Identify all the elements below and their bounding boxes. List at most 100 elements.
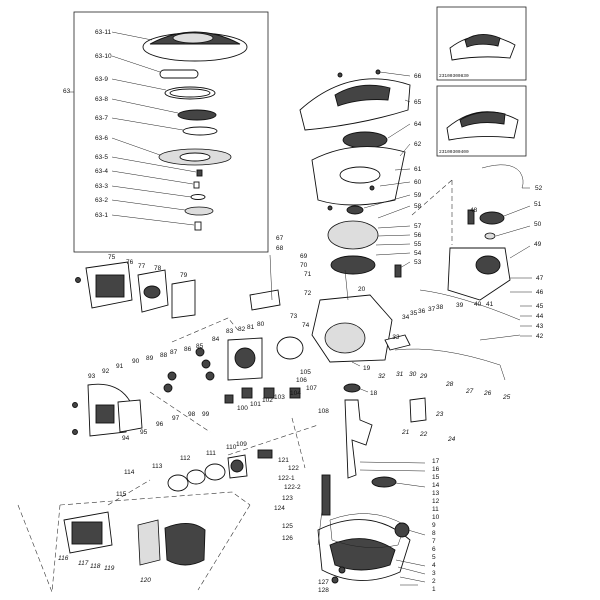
dashed-group-outlines bbox=[17, 179, 453, 593]
callout-19: 19 bbox=[363, 365, 371, 372]
callout-119: 119 bbox=[104, 565, 115, 572]
callout-63-3: 63-3 bbox=[95, 183, 108, 190]
callout-23: 23 bbox=[435, 411, 444, 418]
callout-63-9: 63-9 bbox=[95, 76, 108, 83]
callout-58: 58 bbox=[414, 203, 422, 210]
callout-103: 103 bbox=[274, 394, 285, 401]
callout-106: 106 bbox=[296, 377, 307, 384]
callout-50: 50 bbox=[534, 221, 542, 228]
engine-exploded-view bbox=[63, 69, 524, 584]
callout-31: 31 bbox=[396, 371, 404, 378]
callout-63-6: 63-6 bbox=[95, 135, 108, 142]
callout-98: 98 bbox=[188, 411, 196, 418]
recoil-starter-inset: 63 63-11 63-10 63-9 63- bbox=[63, 11, 269, 253]
callout-25: 25 bbox=[502, 394, 511, 401]
callout-63-11: 63-11 bbox=[95, 29, 112, 36]
callout-71: 71 bbox=[304, 271, 312, 278]
callout-13: 13 bbox=[432, 490, 440, 497]
callout-6: 6 bbox=[432, 546, 436, 553]
callout-62: 62 bbox=[414, 141, 422, 148]
callout-32: 32 bbox=[378, 373, 386, 380]
callout-88: 88 bbox=[160, 352, 168, 359]
callout-7: 7 bbox=[432, 538, 436, 545]
callout-81: 81 bbox=[247, 324, 255, 331]
callout-42: 42 bbox=[536, 333, 544, 340]
callout-128: 128 bbox=[318, 587, 329, 594]
callout-16: 16 bbox=[432, 466, 440, 473]
callout-89: 89 bbox=[146, 355, 154, 362]
callout-77: 77 bbox=[138, 263, 146, 270]
callout-14: 14 bbox=[432, 482, 440, 489]
callout-115: 115 bbox=[116, 491, 127, 498]
callout-99: 99 bbox=[202, 411, 210, 418]
callout-11: 11 bbox=[432, 506, 439, 513]
alt-cover-code-1: 23100300830 bbox=[439, 73, 469, 79]
callout-66: 66 bbox=[414, 73, 422, 80]
callout-1: 1 bbox=[432, 586, 436, 593]
callout-22: 22 bbox=[419, 431, 428, 438]
callout-28: 28 bbox=[445, 381, 454, 388]
callout-123: 122-2 bbox=[284, 484, 301, 491]
callout-63-7: 63-7 bbox=[95, 115, 108, 122]
callout-51: 51 bbox=[534, 201, 542, 208]
callout-35: 35 bbox=[410, 310, 418, 317]
callout-122: 122 bbox=[288, 465, 299, 472]
callout-93: 93 bbox=[88, 373, 96, 380]
callout-15: 15 bbox=[432, 474, 440, 481]
callout-63-2: 63-2 bbox=[95, 197, 108, 204]
callout-21: 21 bbox=[401, 429, 410, 436]
callout-59: 59 bbox=[414, 192, 422, 199]
callout-29: 29 bbox=[419, 373, 428, 380]
callout-30: 30 bbox=[409, 371, 417, 378]
callout-83: 83 bbox=[226, 328, 234, 335]
callout-104: 104 bbox=[290, 390, 301, 397]
callout-63-5: 63-5 bbox=[95, 154, 108, 161]
callout-39: 39 bbox=[456, 302, 464, 309]
callout-118: 118 bbox=[90, 563, 101, 570]
callout-94: 94 bbox=[122, 435, 130, 442]
callout-82: 82 bbox=[238, 326, 246, 333]
callout-47: 47 bbox=[536, 275, 544, 282]
callout-64: 64 bbox=[414, 121, 422, 128]
callout-114: 114 bbox=[124, 469, 135, 476]
callout-87: 87 bbox=[170, 349, 178, 356]
callout-52: 52 bbox=[535, 185, 543, 192]
callout-117: 117 bbox=[78, 560, 89, 567]
callout-108: 108 bbox=[318, 408, 329, 415]
callout-9: 9 bbox=[432, 522, 436, 529]
callout-40: 40 bbox=[474, 301, 482, 308]
callout-12: 12 bbox=[432, 498, 440, 505]
callout-45: 45 bbox=[536, 303, 544, 310]
callout-44: 44 bbox=[536, 313, 544, 320]
callout-67: 67 bbox=[276, 235, 284, 242]
callout-120: 120 bbox=[140, 577, 151, 584]
callout-49: 49 bbox=[534, 241, 542, 248]
callout-4: 4 bbox=[432, 562, 436, 569]
callout-125: 125 bbox=[282, 523, 293, 530]
callout-92: 92 bbox=[102, 368, 110, 375]
callout-91: 91 bbox=[116, 363, 124, 370]
callout-48: 48 bbox=[470, 207, 478, 214]
callout-53: 53 bbox=[414, 259, 422, 266]
callout-101: 101 bbox=[250, 401, 261, 408]
callout-63-1: 63-1 bbox=[95, 212, 108, 219]
callout-10: 10 bbox=[432, 514, 440, 521]
callout-113: 113 bbox=[152, 463, 163, 470]
callout-26: 26 bbox=[483, 390, 492, 397]
callout-41: 41 bbox=[486, 301, 494, 308]
callout-111: 111 bbox=[206, 450, 216, 457]
alt-cover-code-2: 23100300400 bbox=[439, 149, 469, 155]
callout-105: 105 bbox=[300, 369, 311, 376]
callout-122-2: 124 bbox=[274, 505, 285, 512]
callout-36: 36 bbox=[418, 308, 426, 315]
callout-57: 57 bbox=[414, 223, 422, 230]
callout-121: 121 bbox=[278, 457, 289, 464]
callout-126: 126 bbox=[282, 535, 293, 542]
callout-116: 116 bbox=[58, 555, 69, 562]
callout-20: 20 bbox=[358, 286, 366, 293]
callout-68: 68 bbox=[276, 245, 284, 252]
callout-109: 109 bbox=[236, 441, 247, 448]
callout-2: 2 bbox=[432, 578, 436, 585]
callout-69: 69 bbox=[300, 253, 308, 260]
